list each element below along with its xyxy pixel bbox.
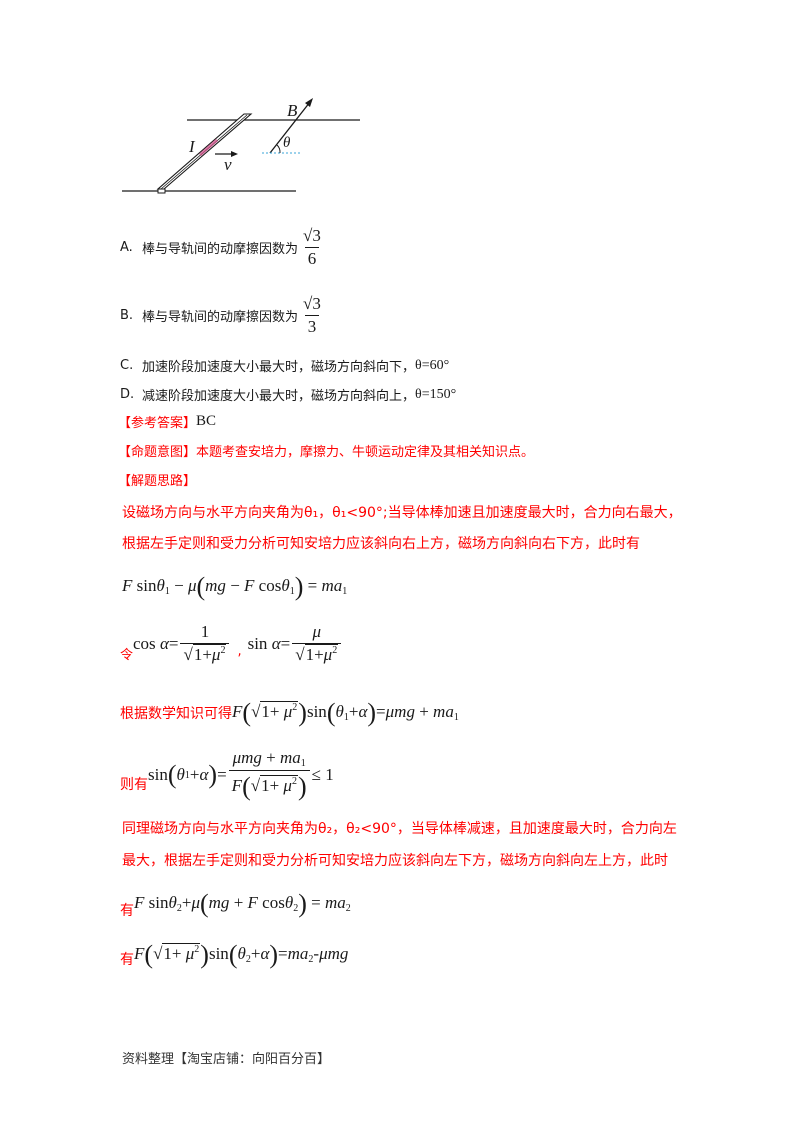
- option-c: C. 加速阶段加速度大小最大时，磁场方向斜向下， θ=60°: [120, 356, 450, 376]
- equation-2: F(√1+ μ2)sin(θ1+α)=μmg + ma1: [232, 698, 459, 727]
- let-line: 令 cos α=1√1+μ2 , sin α=μ√1+μ2: [120, 622, 343, 665]
- option-text: 棒与导轨间的动摩擦因数为: [142, 309, 299, 325]
- equation-1: F sinθ1 − μ(mg − F cosθ1) = ma1: [122, 572, 348, 601]
- option-letter: B.: [120, 307, 134, 323]
- option-text: 加速阶段加速度大小最大时，磁场方向斜向下，: [142, 360, 416, 375]
- equation-5: F(√1+ μ2)sin(θ2+α)=ma2-μmg: [134, 940, 349, 969]
- equation-4-line: 有 F sinθ2+μ(mg + F cosθ2) = ma2: [120, 888, 351, 920]
- option-a: A. 棒与导轨间的动摩擦因数为 √3 6: [120, 222, 326, 272]
- velocity-label: v: [224, 155, 232, 174]
- option-letter: D.: [120, 387, 135, 402]
- intent-label: 【命题意图】: [118, 445, 197, 460]
- option-angle: θ=150°: [415, 386, 457, 402]
- rail-rod-diagram: [122, 98, 360, 194]
- answer-label: 【参考答案】: [118, 416, 197, 431]
- field-label: B: [287, 101, 298, 120]
- let-prefix: 令: [120, 648, 134, 663]
- analysis-para2-line2: 最大，根据左手定则和受力分析可知安培力应该斜向左下方，磁场方向斜向左上方，此时: [122, 853, 668, 869]
- math-knowledge-line: 根据数学知识可得 F(√1+ μ2)sin(θ1+α)=μmg + ma1: [120, 698, 459, 728]
- have-prefix-2: 有: [120, 952, 134, 968]
- analysis-label: 【解题思路】: [118, 474, 197, 489]
- have-prefix: 有: [120, 903, 134, 919]
- reference-answer: 【参考答案】 BC: [118, 412, 216, 431]
- analysis-para1-line2: 根据左手定则和受力分析可知安培力应该斜向右上方，磁场方向斜向右下方，此时有: [122, 536, 640, 552]
- current-label: I: [189, 137, 195, 156]
- option-text: 棒与导轨间的动摩擦因数为: [142, 241, 299, 257]
- analysis-para1-line1: 设磁场方向与水平方向夹角为θ₁，θ₁<90°;当导体棒加速且加速度最大时，合力向…: [122, 505, 682, 521]
- physics-diagram: I v B θ: [110, 85, 370, 205]
- option-fraction: √3 6: [303, 225, 321, 268]
- equation-cos-alpha: cos α=1√1+μ2: [133, 622, 231, 665]
- footer-note: 资料整理【淘宝店铺：向阳百分百】: [122, 1052, 331, 1067]
- angle-label: θ: [283, 135, 291, 151]
- option-letter: A.: [120, 239, 133, 255]
- equation-5-line: 有 F(√1+ μ2)sin(θ2+α)=ma2-μmg: [120, 940, 348, 970]
- option-text: 减速阶段加速度大小最大时，磁场方向斜向上，: [142, 389, 416, 404]
- analysis-para2-line1: 同理磁场方向与水平方向夹角为θ₂，θ₂<90°，当导体棒减速，且加速度最大时，合…: [122, 821, 677, 837]
- equation-sin-alpha: sin α=μ√1+μ2: [248, 622, 344, 665]
- question-intent: 【命题意图】 本题考查安培力，摩擦力、牛顿运动定律及其相关知识点。: [118, 441, 534, 460]
- answer-value: BC: [196, 413, 217, 429]
- equation-4: F sinθ2+μ(mg + F cosθ2) = ma2: [134, 889, 351, 918]
- math-prefix: 根据数学知识可得: [120, 706, 232, 722]
- option-angle: θ=60°: [415, 357, 450, 373]
- option-b: B. 棒与导轨间的动摩擦因数为 √3 3: [120, 290, 326, 340]
- then-prefix: 则有: [120, 777, 148, 793]
- option-fraction: √3 3: [303, 293, 321, 336]
- option-letter: C.: [120, 358, 134, 373]
- option-d: D. 减速阶段加速度大小最大时，磁场方向斜向上， θ=150°: [120, 385, 457, 405]
- intent-text: 本题考查安培力，摩擦力、牛顿运动定律及其相关知识点。: [196, 445, 535, 460]
